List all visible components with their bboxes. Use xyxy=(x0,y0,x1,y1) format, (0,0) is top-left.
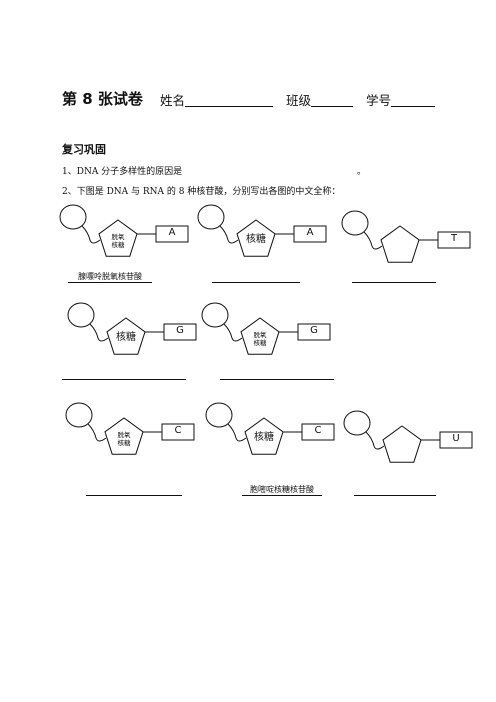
class-label: 班级 xyxy=(286,93,312,108)
student-id-label: 学号 xyxy=(366,93,392,108)
answer-line[interactable] xyxy=(354,484,436,496)
base-label: T xyxy=(450,233,458,244)
answer-line[interactable] xyxy=(212,271,300,283)
base-label: C xyxy=(174,425,182,436)
phosphate-circle xyxy=(343,410,371,436)
sugar-pentagon xyxy=(98,219,138,257)
base-box xyxy=(437,231,471,249)
class-blank[interactable] xyxy=(311,94,354,107)
base-label: G xyxy=(310,325,318,336)
base-box xyxy=(301,423,335,441)
base-label: G xyxy=(176,325,184,336)
phosphate-circle xyxy=(205,402,233,428)
nucleotide-diagram xyxy=(197,204,327,257)
sugar-label: 核糖 xyxy=(246,234,266,245)
answer-line[interactable] xyxy=(86,484,182,496)
base-box xyxy=(161,423,195,441)
base-box xyxy=(155,225,189,243)
sugar-pentagon xyxy=(240,317,280,355)
answer-line[interactable]: 腺嘌呤脱氧核苷酸 xyxy=(68,271,152,283)
section-title: 复习巩固 xyxy=(62,143,106,156)
nucleotide-diagram xyxy=(343,410,473,463)
base-box xyxy=(297,323,331,341)
phosphate-bond xyxy=(219,225,239,244)
student-id-field: 学号 xyxy=(366,90,436,109)
phosphate-circle xyxy=(201,302,229,328)
phosphate-bond xyxy=(227,423,247,442)
nucleotide: T xyxy=(340,208,490,288)
phosphate-bond xyxy=(87,423,107,442)
question-1: 1、DNA 分子多样性的原因是 xyxy=(62,167,183,177)
nucleotide: 核糖 A xyxy=(196,202,346,282)
page-title: 第 8 张试卷 xyxy=(62,90,143,108)
base-box xyxy=(293,225,327,243)
base-label: A xyxy=(168,227,176,238)
question-1-end: 。 xyxy=(357,167,367,177)
nucleotide-diagram xyxy=(67,302,197,355)
phosphate-bond xyxy=(363,231,383,250)
nucleotide: 核糖 G xyxy=(66,300,216,380)
question-2: 2、下图是 DNA 与 RNA 的 8 种核苷酸，分别写出各图的中文全称： xyxy=(62,187,341,197)
class-field: 班级 xyxy=(286,90,354,109)
sugar-label: 脱氧核糖 xyxy=(111,233,125,249)
sugar-label: 脱氧核糖 xyxy=(253,331,267,347)
phosphate-bond xyxy=(223,323,243,342)
sugar-label: 核糖 xyxy=(254,432,274,443)
sugar-pentagon xyxy=(244,417,284,455)
base-label: A xyxy=(306,227,314,238)
nucleotide: U xyxy=(342,408,492,488)
base-box xyxy=(163,323,197,341)
phosphate-bond xyxy=(89,323,109,342)
base-label: U xyxy=(452,433,460,444)
phosphate-bond xyxy=(365,431,385,450)
nucleotide: 核糖 C xyxy=(204,400,354,480)
nucleotide-diagram xyxy=(201,302,331,355)
nucleotide-diagram xyxy=(65,402,195,455)
sugar-pentagon xyxy=(380,225,420,263)
phosphate-circle xyxy=(59,204,87,230)
phosphate-circle xyxy=(197,204,225,230)
sugar-pentagon xyxy=(104,417,144,455)
base-label: C xyxy=(314,425,322,436)
sugar-pentagon xyxy=(236,219,276,257)
answer-line[interactable] xyxy=(220,368,334,380)
nucleotide: 脱氧核糖 A xyxy=(58,202,208,282)
student-id-blank[interactable] xyxy=(391,94,436,107)
name-label: 姓名 xyxy=(160,93,186,108)
nucleotide-diagram xyxy=(59,204,189,257)
sugar-label: 核糖 xyxy=(116,332,136,343)
sugar-pentagon xyxy=(106,317,146,355)
answer-line[interactable] xyxy=(352,271,436,283)
phosphate-circle xyxy=(341,210,369,236)
base-box xyxy=(439,431,473,449)
phosphate-bond xyxy=(81,225,101,244)
nucleotide-diagram xyxy=(341,210,471,263)
name-field: 姓名 xyxy=(160,90,274,109)
nucleotide: 脱氧核糖 G xyxy=(200,300,350,380)
name-blank[interactable] xyxy=(185,94,274,107)
sugar-pentagon xyxy=(382,425,422,463)
phosphate-circle xyxy=(65,402,93,428)
answer-line[interactable]: 胞嘧啶核糖核苷酸 xyxy=(242,484,322,496)
nucleotide-diagram xyxy=(205,402,335,455)
phosphate-circle xyxy=(67,302,95,328)
sugar-label: 脱氧核糖 xyxy=(117,431,131,447)
answer-line[interactable] xyxy=(62,368,186,380)
nucleotide: 脱氧核糖 C xyxy=(64,400,214,480)
